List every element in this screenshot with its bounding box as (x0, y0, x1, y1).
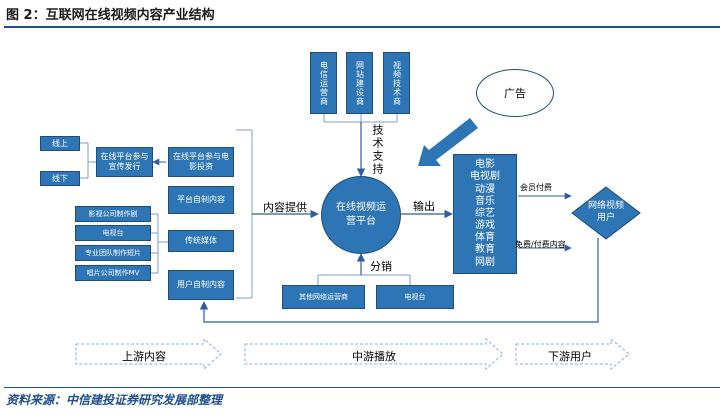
center-platform-circle: 在线视频运营平台 (321, 176, 401, 254)
content-provide-label: 内容提供 (263, 201, 307, 214)
content-type-item: 网剧 (475, 256, 495, 268)
content-type-item: 电影 (475, 159, 495, 171)
free-pay-label: 免费/付费内容 (515, 240, 566, 249)
output-label: 输出 (413, 200, 435, 213)
stage-upstream-label: 上游内容 (122, 350, 166, 363)
source-record-company: 唱片公司制作MV (75, 265, 151, 281)
footer-rule (4, 387, 720, 388)
telecom-operator-box: 电信运营商 (310, 52, 337, 114)
stage-midstream-label: 中游播放 (352, 350, 396, 363)
content-type-item: 音乐 (475, 195, 495, 207)
offline-box: 线下 (40, 171, 80, 186)
source-note: 资料来源：中信建投证券研究发展部整理 (6, 393, 223, 407)
video-tech-box: 视频技术商 (383, 52, 410, 114)
other-network-operator-box: 其他网络运营商 (282, 285, 365, 309)
title-rule (4, 26, 720, 28)
member-pay-label: 会员付费 (520, 183, 552, 192)
source-pro-team: 专业团队制作短片 (75, 245, 151, 261)
distribution-tv-box: 电视台 (376, 285, 454, 309)
content-types-list: 电影电视剧动漫音乐综艺游戏体育教育网剧 (470, 159, 500, 269)
tech-support-label: 技术支持 (371, 124, 384, 176)
ugc-box: 用户自制内容 (168, 270, 234, 300)
website-builder-box: 网站建设商 (346, 52, 373, 114)
ad-oval: 广告 (476, 69, 554, 117)
content-type-item: 综艺 (475, 207, 495, 219)
self-made-box: 平台自制内容 (168, 186, 234, 214)
invest-box: 在线平台参与电影投资 (168, 147, 234, 177)
source-tv-station: 电视台 (75, 225, 151, 241)
stage-downstream-label: 下游用户 (548, 350, 592, 363)
content-type-item: 动漫 (475, 183, 495, 195)
traditional-media-box: 传统媒体 (168, 230, 234, 252)
online-box: 线上 (40, 136, 80, 151)
stage-arrow-midstream (244, 337, 504, 371)
users-label: 网络视频用户 (587, 201, 624, 224)
stage-arrow-downstream (515, 337, 630, 371)
distribution-label: 分销 (370, 260, 392, 273)
figure-title: 图 2：互联网在线视频内容产业结构 (6, 8, 215, 23)
content-type-item: 体育 (475, 232, 495, 244)
source-film-company: 影视公司制作剧 (75, 206, 151, 222)
content-type-item: 教育 (475, 244, 495, 256)
content-type-item: 游戏 (475, 220, 495, 232)
content-types-box: 电影电视剧动漫音乐综艺游戏体育教育网剧 (453, 154, 517, 274)
promo-box: 在线平台参与宣传发行 (96, 147, 153, 177)
ad-arrow (418, 118, 478, 166)
users-diamond-shape (571, 186, 641, 240)
stage-arrow-upstream (75, 337, 222, 371)
content-type-item: 电视剧 (470, 171, 500, 183)
